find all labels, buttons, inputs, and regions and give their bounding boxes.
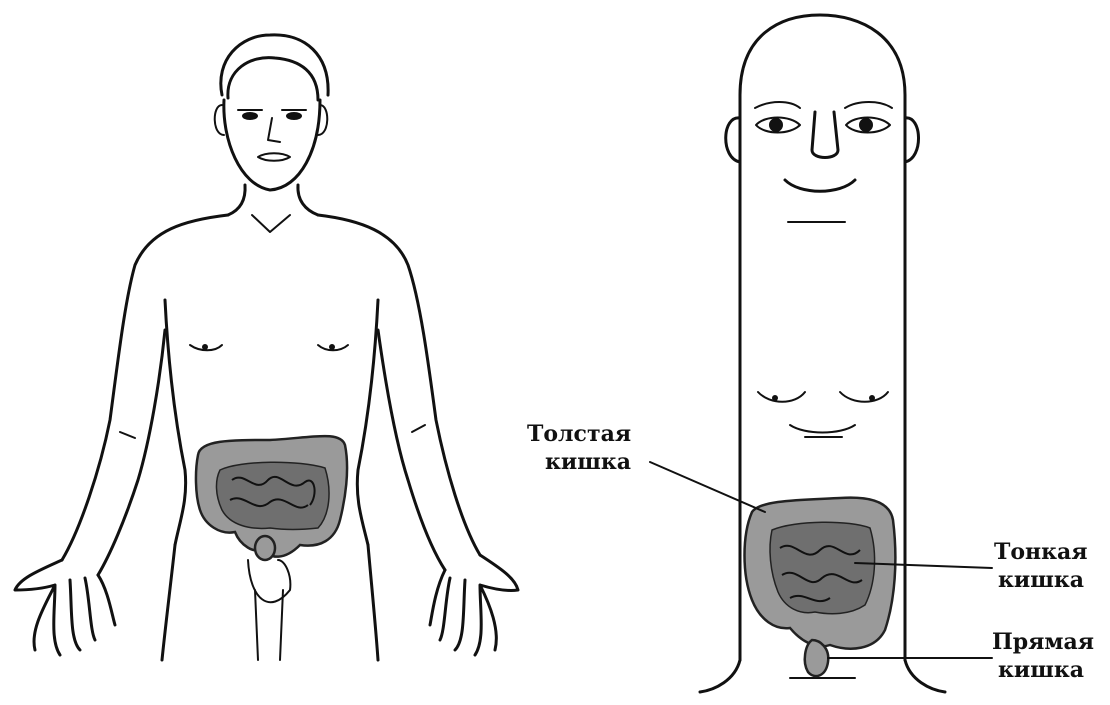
label-large-intestine-line2: кишка — [545, 448, 631, 476]
label-rectum-line1: Прямая — [992, 628, 1094, 656]
rectum — [805, 640, 828, 676]
label-small-intestine-line1: Тонкая — [994, 538, 1088, 566]
cartoon-body-figure — [650, 15, 992, 692]
label-large-intestine: Толстая кишка — [527, 420, 631, 476]
label-rectum: Прямая кишка — [992, 628, 1094, 684]
human-body-figure — [15, 35, 518, 660]
leader-line-large-intestine — [650, 462, 765, 512]
label-rectum-line2: кишка — [998, 656, 1094, 684]
label-small-intestine-line2: кишка — [998, 566, 1088, 594]
label-small-intestine: Тонкая кишка — [994, 538, 1088, 594]
label-large-intestine-line1: Толстая — [527, 420, 631, 448]
